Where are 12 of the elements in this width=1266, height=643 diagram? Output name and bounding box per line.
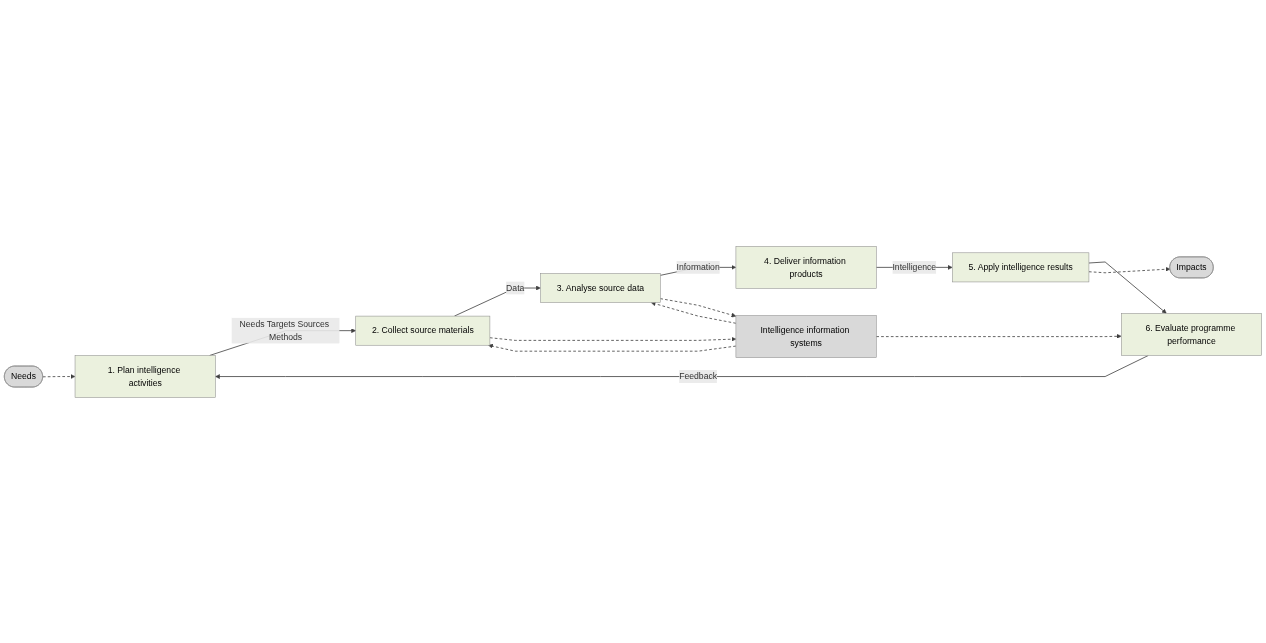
edge-label: Data [506,282,525,292]
node-box: 5. Apply intelligence results [952,252,1090,282]
node-box: 3. Analyse source data [540,272,661,303]
node-box: 6. Evaluate programme performance [1121,312,1262,356]
node-box: 1. Plan intelligence activities [74,354,216,398]
edge-label: Information [676,262,720,272]
edge-label: Feedback [679,371,718,381]
edge-label: Intelligence [892,262,937,272]
node-box: Intelligence information systems [735,314,877,358]
node-box: 4. Deliver information products [735,245,877,289]
node-box: 2. Collect source materials [355,315,491,346]
edge-label: Needs Targets Sources Methods [239,318,330,341]
